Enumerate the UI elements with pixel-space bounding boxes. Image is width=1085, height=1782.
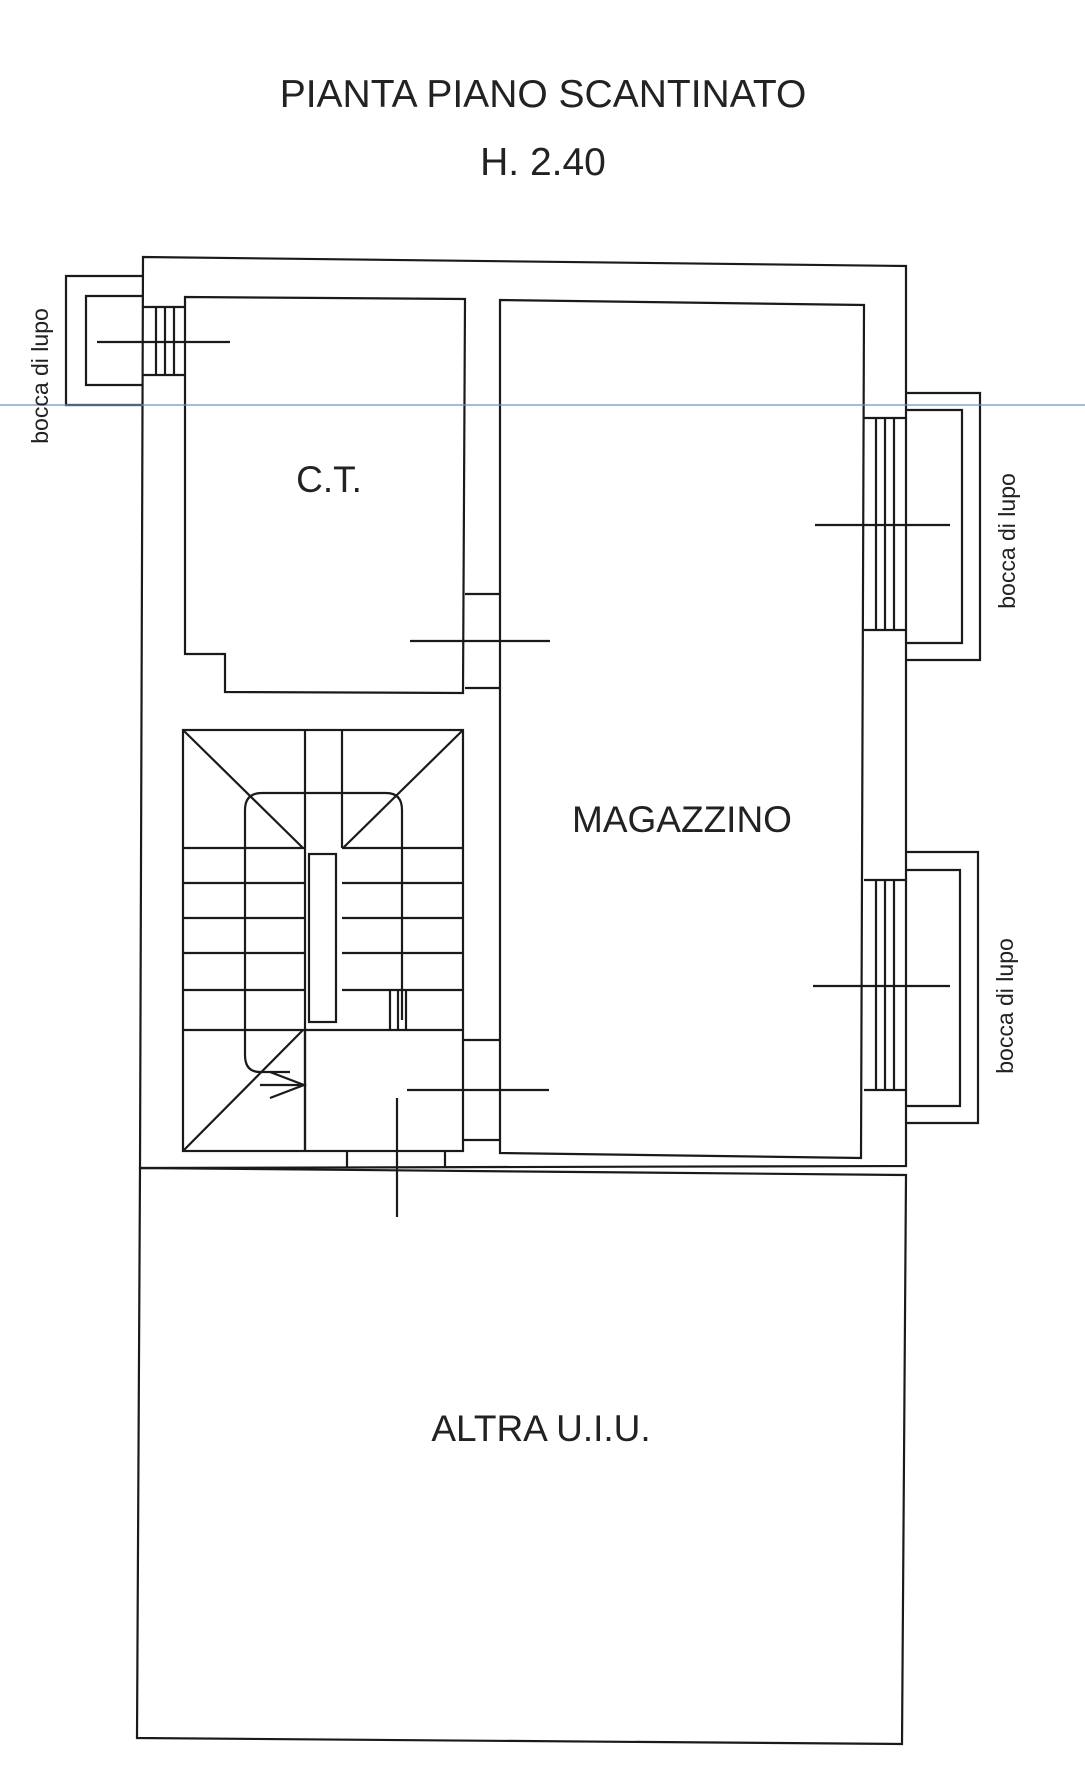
outer-wall: [138, 255, 908, 1170]
height-label: H. 2.40: [480, 141, 606, 184]
window-well-right-lower-inner: [906, 868, 962, 1108]
window-well-right-lower: [906, 850, 980, 1125]
room-label-altra-uiu: ALTRA U.I.U.: [431, 1408, 650, 1449]
window-right-upper: [815, 416, 950, 632]
stair-newel: [307, 852, 338, 1024]
stair-diagonal: [182, 729, 304, 849]
window-right-lower: [813, 878, 950, 1092]
window-well-left-inner: [84, 294, 143, 387]
stair-landing-curve: [243, 791, 404, 1074]
room-label-magazzino: MAGAZZINO: [572, 799, 792, 840]
altra-uiu-outline: [135, 1166, 908, 1746]
window-well-right-upper-inner: [906, 408, 964, 645]
room-label-ct: C.T.: [296, 459, 362, 500]
stair-treads: [183, 846, 463, 1151]
stair-diagonal: [342, 729, 464, 849]
magazzino-room-outline: [498, 298, 866, 1160]
window-well-label-right-lower: bocca di lupo: [992, 938, 1018, 1074]
page-title: PIANTA PIANO SCANTINATO: [280, 73, 807, 116]
window-well-label-left: bocca di lupo: [27, 308, 53, 444]
stairwell-outline: [181, 728, 465, 1153]
window-well-label-right-upper: bocca di lupo: [994, 473, 1020, 609]
window-well-right-upper: [906, 391, 982, 662]
window-left: [97, 305, 230, 377]
ct-room-outline: [183, 295, 467, 695]
stair-diagonal: [182, 1029, 304, 1152]
